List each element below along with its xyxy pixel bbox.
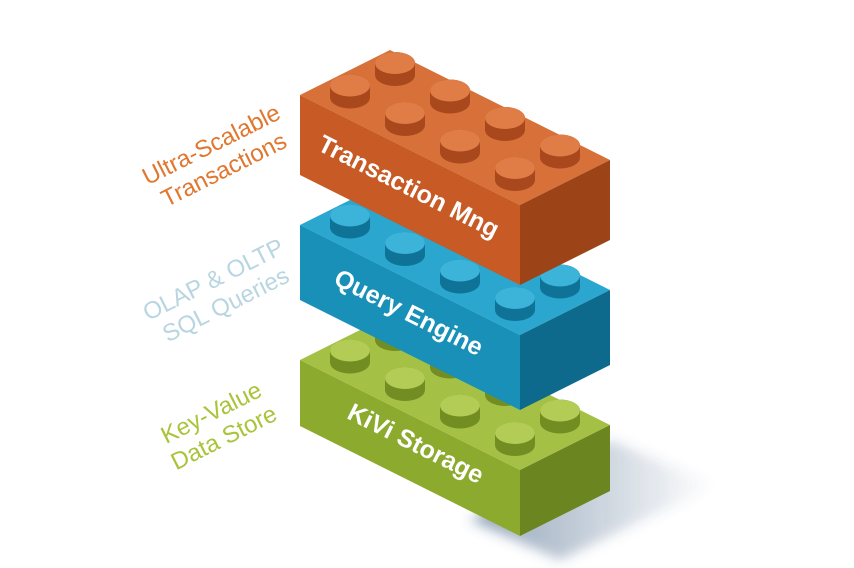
- brick-front-face: [300, 225, 520, 410]
- brick-side-face: [520, 290, 610, 410]
- brick-side-face: [520, 425, 610, 536]
- brick-stud-top: [375, 52, 415, 74]
- brick-front-face: [300, 95, 520, 285]
- brick-stud-top: [385, 232, 425, 254]
- brick-stud-top: [485, 107, 525, 129]
- brick-stud-top: [540, 134, 580, 157]
- brick-stud-top: [440, 394, 480, 417]
- brick-transaction-mng: Transaction Mng: [300, 50, 610, 285]
- brick-front-face: [300, 360, 520, 536]
- brick-side-face: [520, 160, 610, 285]
- brick-studs: [330, 52, 580, 191]
- brick-stud-top: [495, 422, 535, 444]
- brick-stud-top: [495, 157, 535, 179]
- brick-stud-top: [330, 339, 370, 362]
- brick-stud-top: [440, 129, 480, 152]
- brick-stud-top: [495, 287, 535, 309]
- brick-stud-top: [430, 79, 470, 102]
- brick-stud-top: [385, 367, 425, 389]
- brick-stud-top: [540, 399, 580, 422]
- brick-stud-top: [440, 259, 480, 282]
- brick-stud-top: [330, 204, 370, 227]
- brick-stud-top: [385, 102, 425, 124]
- brick-stud-top: [330, 74, 370, 97]
